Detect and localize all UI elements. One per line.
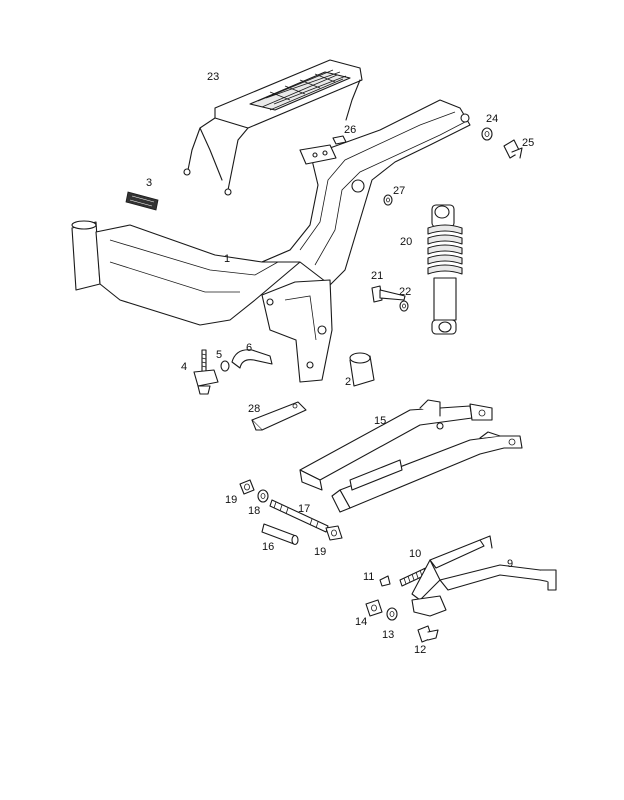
callout-16: 16 <box>262 541 274 553</box>
part-pivot-bolt <box>269 499 329 533</box>
callout-24: 24 <box>486 113 498 125</box>
part-washer-18 <box>257 489 269 503</box>
callout-26: 26 <box>344 124 356 136</box>
part-washer-22 <box>399 300 409 312</box>
part-swing-arm <box>299 399 523 513</box>
part-spacer-16 <box>261 523 299 546</box>
part-center-stand <box>411 535 557 617</box>
callout-6: 6 <box>246 342 252 354</box>
callout-9: 9 <box>507 558 513 570</box>
callout-labels: 1 2 3 4 5 6 9 10 11 12 13 14 15 16 17 18… <box>146 71 534 656</box>
callout-19b: 19 <box>314 546 326 558</box>
part-bolt-21 <box>371 285 406 303</box>
part-emblem <box>125 191 159 211</box>
part-luggage-rack <box>183 59 363 196</box>
part-nut-19b <box>325 525 343 541</box>
callout-2: 2 <box>345 376 351 388</box>
callout-10: 10 <box>409 548 421 560</box>
callout-28: 28 <box>248 403 260 415</box>
callout-19a: 19 <box>225 494 237 506</box>
part-bushing-2 <box>349 352 375 387</box>
part-main-frame <box>71 99 471 383</box>
part-washer-27 <box>383 194 393 206</box>
callout-4: 4 <box>181 361 187 373</box>
callout-14: 14 <box>355 616 367 628</box>
callout-23: 23 <box>207 71 219 83</box>
callout-13: 13 <box>382 629 394 641</box>
callout-18: 18 <box>248 505 260 517</box>
callout-27: 27 <box>393 185 405 197</box>
part-bolt-12 <box>417 625 439 643</box>
callout-17: 17 <box>298 503 310 515</box>
part-fuel-hose <box>231 349 273 369</box>
part-nut-19a <box>239 479 255 495</box>
callout-22: 22 <box>399 286 411 298</box>
part-nut-14 <box>365 599 383 617</box>
part-nut-26 <box>332 135 347 145</box>
callout-5: 5 <box>216 349 222 361</box>
callout-3: 3 <box>146 177 152 189</box>
callout-21: 21 <box>371 270 383 282</box>
part-clip-11 <box>379 575 391 587</box>
part-washer-24 <box>481 127 493 141</box>
part-bolt-25 <box>503 139 523 159</box>
part-clip-5 <box>220 360 230 372</box>
callout-12: 12 <box>414 644 426 656</box>
part-rear-shock <box>427 204 463 335</box>
callout-15: 15 <box>374 415 386 427</box>
part-washer-13 <box>386 607 398 621</box>
part-fuel-tap <box>193 349 219 395</box>
part-plate-28 <box>251 401 307 431</box>
callout-25: 25 <box>522 137 534 149</box>
callout-11: 11 <box>363 571 374 583</box>
callout-1: 1 <box>224 253 230 265</box>
callout-20: 20 <box>400 236 412 248</box>
